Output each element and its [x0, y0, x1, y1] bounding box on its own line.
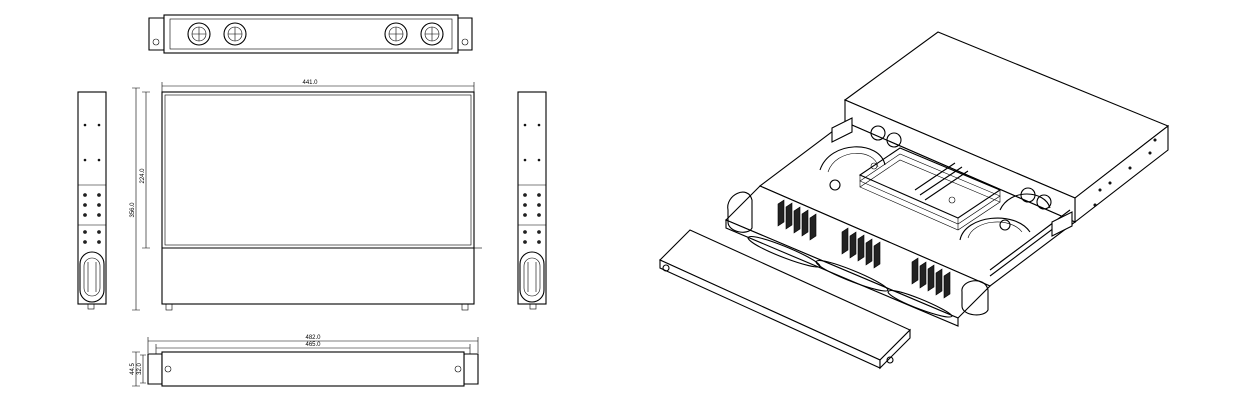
adapter-port	[187, 22, 211, 46]
dim-height-outer: 44.5	[130, 363, 136, 375]
dim-top-width: 441.0	[302, 80, 318, 86]
plan-view: 441.0 224.0 356.0	[130, 80, 482, 311]
dim-outer-depth: 356.0	[130, 202, 136, 218]
adapter-port	[384, 22, 408, 46]
dim-overall-width: 482.0	[305, 335, 321, 341]
adapter-port	[223, 22, 247, 46]
side-view-right	[517, 91, 547, 310]
front-view-top	[148, 14, 473, 54]
adapter-port	[420, 22, 444, 46]
dim-mount-width: 465.0	[305, 342, 321, 348]
side-view-left	[77, 91, 107, 310]
dim-inner-depth: 224.0	[140, 168, 146, 184]
dim-height-inner: 32.0	[137, 363, 143, 375]
isometric-view	[659, 31, 1170, 370]
front-view-bottom: 482.0 465.0 44.5 32.0	[130, 335, 479, 387]
